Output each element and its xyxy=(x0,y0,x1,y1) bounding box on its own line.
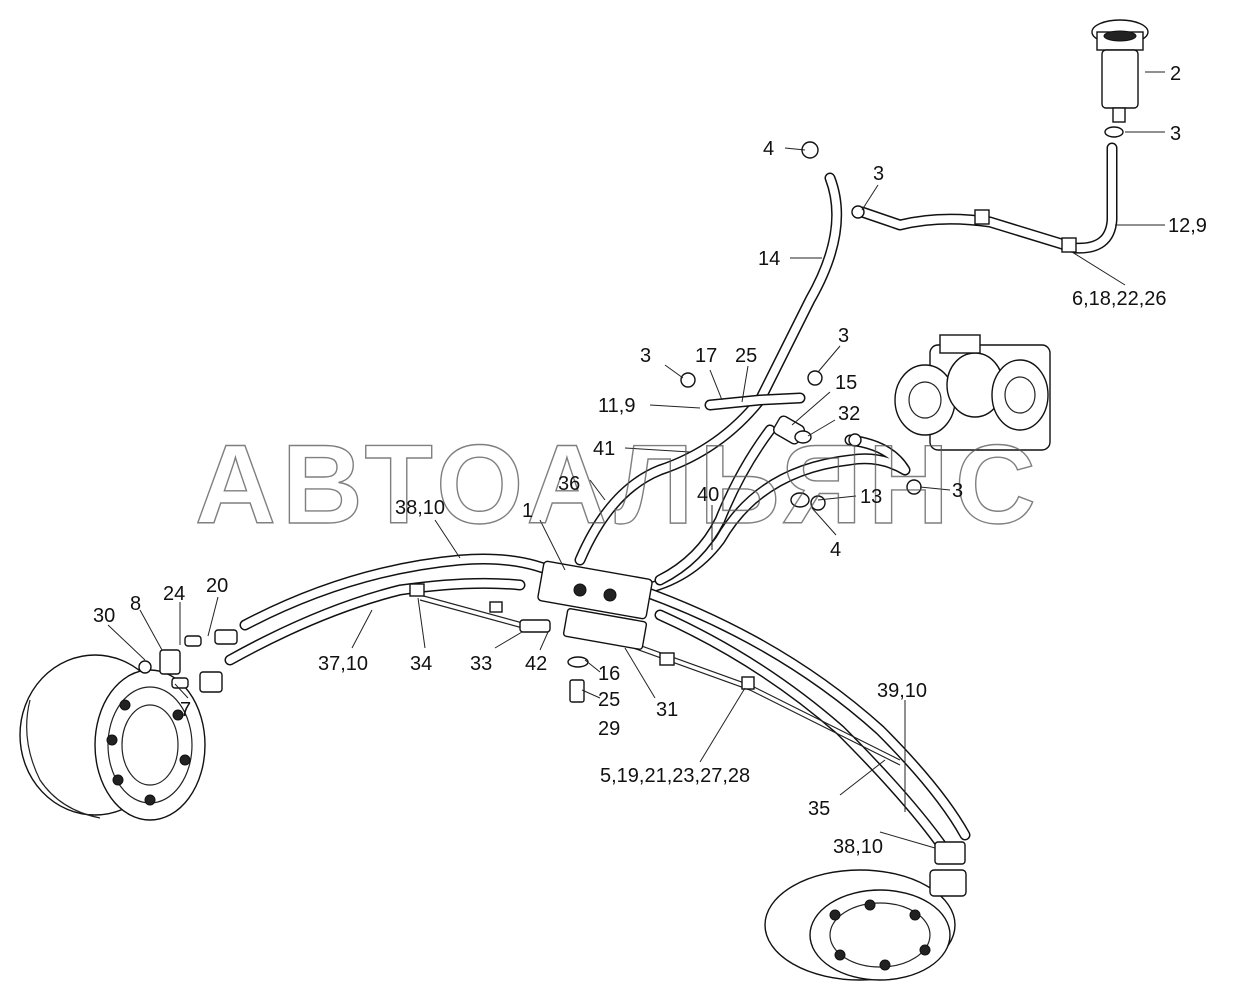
callout-33: 33 xyxy=(470,653,492,675)
callout-4-mid: 4 xyxy=(830,539,841,561)
callout-4-top: 4 xyxy=(763,138,774,160)
callout-34: 34 xyxy=(410,653,432,675)
callout-3-left: 3 xyxy=(640,345,651,367)
callout-3-filter: 3 xyxy=(1170,123,1181,145)
left-wheel-hydraulic-motor xyxy=(19,654,206,821)
hose-38-10-top xyxy=(239,553,566,631)
callout-11-9: 11,9 xyxy=(598,395,635,417)
callout-6-18-22-26: 6,18,22,26 xyxy=(1072,288,1167,310)
hydraulic-filter-tank xyxy=(1091,19,1149,138)
callout-5-19-21-23-27-28: 5,19,21,23,27,28 xyxy=(600,765,750,787)
callout-13: 13 xyxy=(860,486,882,508)
callout-25-top: 25 xyxy=(735,345,757,367)
leader-lines xyxy=(107,71,1165,849)
tube-34-33 xyxy=(419,594,531,631)
callout-16: 16 xyxy=(598,663,620,685)
callout-38-10-top: 38,10 xyxy=(395,497,445,519)
callout-20: 20 xyxy=(206,575,228,597)
callout-24: 24 xyxy=(163,583,185,605)
right-wheel-hydraulic-motor xyxy=(764,869,956,981)
callout-17: 17 xyxy=(695,345,717,367)
fittings xyxy=(138,141,1077,897)
hose-11-9 xyxy=(704,392,806,411)
hose-40 xyxy=(654,424,776,586)
callout-35: 35 xyxy=(808,798,830,820)
callout-31: 31 xyxy=(656,699,678,721)
callout-30: 30 xyxy=(93,605,115,627)
hydraulic-pump-unit xyxy=(894,334,1051,451)
hose-39-10 xyxy=(634,584,971,841)
callout-3-right: 3 xyxy=(952,480,963,502)
callout-32: 32 xyxy=(838,403,860,425)
hose-13 xyxy=(634,434,911,596)
hose-12-9 xyxy=(856,142,1118,254)
callout-42: 42 xyxy=(525,653,547,675)
callout-38-10-bottom: 38,10 xyxy=(833,836,883,858)
callout-25-bottom: 25 xyxy=(598,689,620,711)
hose-37-10 xyxy=(224,577,526,666)
callout-37-10: 37,10 xyxy=(318,653,368,675)
valve-block-1 xyxy=(537,560,653,650)
callout-8: 8 xyxy=(130,593,141,615)
callout-15: 15 xyxy=(835,372,857,394)
callout-39-10: 39,10 xyxy=(877,680,927,702)
callout-14: 14 xyxy=(758,248,780,270)
callout-labels: 2 3 4 3 12,9 6,18,22,26 14 3 17 25 3 15 … xyxy=(93,63,1207,858)
callout-3-hose: 3 xyxy=(873,163,884,185)
watermark-text: АВТОАЛЬЯНС xyxy=(195,422,1042,547)
callout-40: 40 xyxy=(697,484,719,506)
callout-1: 1 xyxy=(522,500,533,522)
hose-38-10-bottom xyxy=(654,609,951,856)
callout-2: 2 xyxy=(1170,63,1181,85)
callout-12-9: 12,9 xyxy=(1168,215,1207,237)
callout-41: 41 xyxy=(593,438,615,460)
callout-29: 29 xyxy=(598,718,620,740)
callout-7: 7 xyxy=(180,699,191,721)
callout-3-mid: 3 xyxy=(838,325,849,347)
callout-36: 36 xyxy=(558,473,580,495)
